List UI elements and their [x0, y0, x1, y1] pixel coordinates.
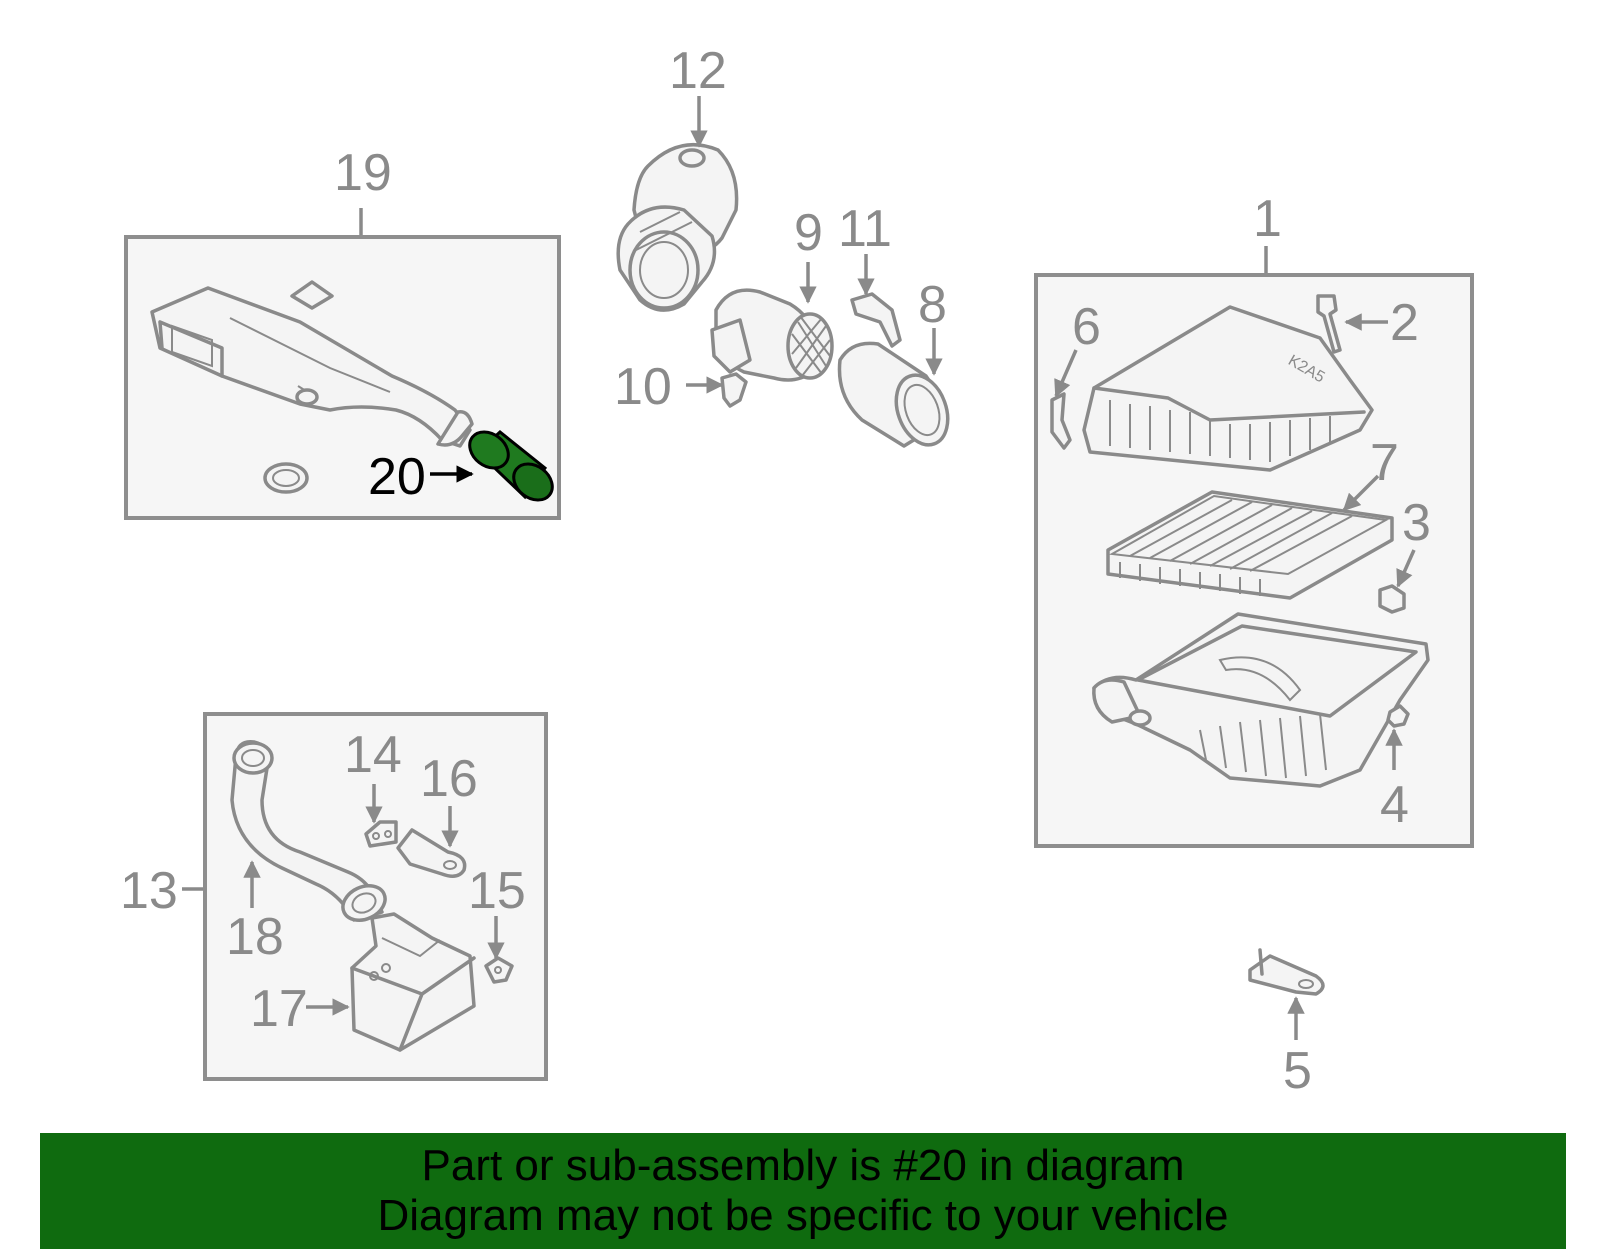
- banner-line-1: Part or sub-assembly is #20 in diagram: [421, 1141, 1185, 1190]
- callout-8: 8: [918, 276, 947, 334]
- group-1-box: K2A5: [1034, 246, 1474, 848]
- callout-3: 3: [1402, 494, 1431, 552]
- callout-5: 5: [1283, 1042, 1312, 1100]
- callout-19: 19: [334, 144, 392, 202]
- callout-18: 18: [226, 908, 284, 966]
- grommet-4[interactable]: [1386, 704, 1410, 728]
- air-cleaner-cover[interactable]: [1082, 305, 1374, 472]
- bracket-14[interactable]: [364, 820, 398, 848]
- part-5-bracket[interactable]: [1248, 954, 1325, 996]
- callout-9: 9: [794, 204, 823, 262]
- resonator-box[interactable]: [350, 912, 476, 1052]
- callout-14: 14: [344, 726, 402, 784]
- intake-duct[interactable]: [150, 286, 472, 448]
- callout-7: 7: [1370, 434, 1399, 492]
- callout-15: 15: [468, 862, 526, 920]
- duct-seal-ring[interactable]: [263, 462, 309, 494]
- banner-line-2: Diagram may not be specific to your vehi…: [377, 1191, 1229, 1240]
- callout-10: 10: [614, 358, 672, 416]
- group-13-box: [182, 712, 548, 1081]
- callout-numbers: 1 2 3 4 5 6 7 8 9 10 11 12 13 14 15 16 1…: [120, 42, 1431, 1100]
- part-5-stud: [1258, 948, 1264, 976]
- leader-lines: [243, 96, 1416, 1040]
- callout-2: 2: [1390, 294, 1419, 352]
- bracket-16[interactable]: [396, 828, 467, 878]
- bolt-2[interactable]: [1316, 294, 1342, 354]
- diamond-marker: [290, 280, 334, 310]
- group-19-box: [124, 208, 561, 520]
- callout-20: 20: [368, 448, 426, 506]
- callout-17: 17: [250, 980, 308, 1038]
- callout-11: 11: [838, 200, 892, 258]
- callout-6: 6: [1072, 298, 1101, 356]
- part-11-bracket[interactable]: [850, 292, 902, 348]
- callout-4: 4: [1380, 776, 1409, 834]
- callout-12: 12: [669, 42, 727, 100]
- info-banner: Part or sub-assembly is #20 in diagram D…: [40, 1133, 1566, 1249]
- callout-13: 13: [120, 862, 178, 920]
- callout-1: 1: [1253, 190, 1282, 248]
- part-10-clip[interactable]: [720, 372, 748, 408]
- callout-16: 16: [420, 750, 478, 808]
- nut-3[interactable]: [1378, 584, 1406, 614]
- part-20-coupler[interactable]: [463, 424, 560, 507]
